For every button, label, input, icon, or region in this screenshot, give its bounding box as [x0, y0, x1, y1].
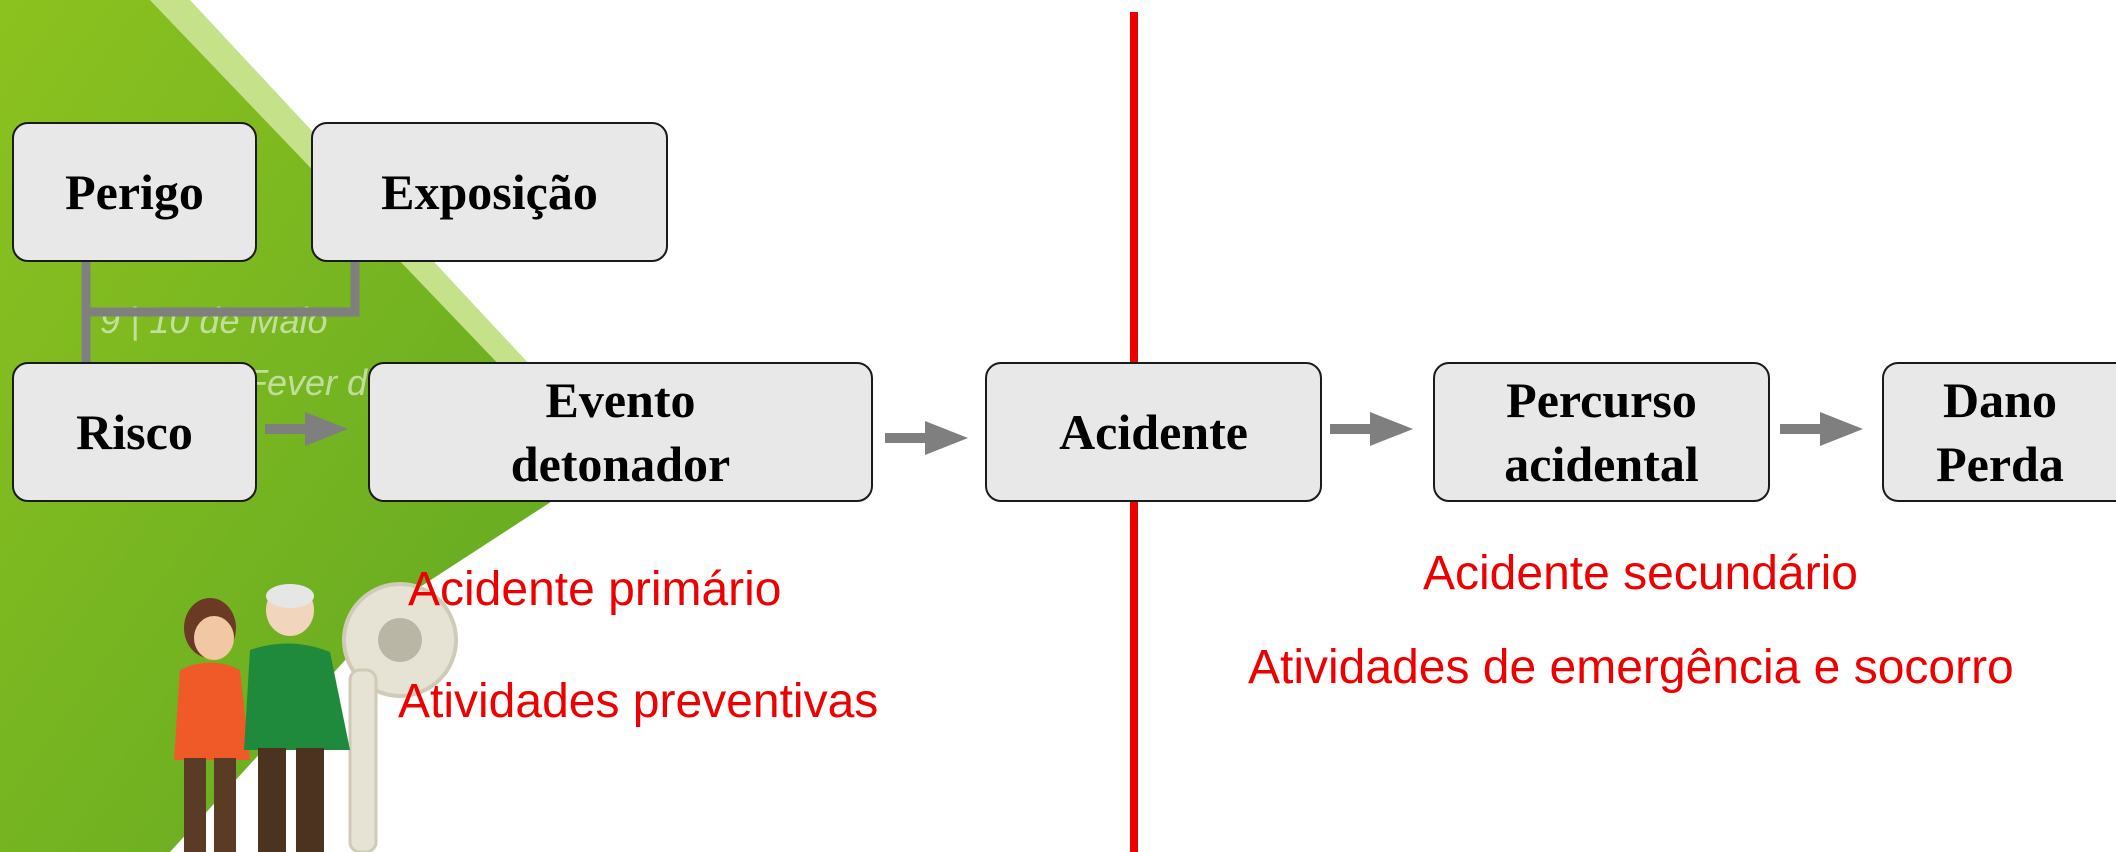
node-dano-perda: Dano Perda — [1882, 362, 2116, 502]
node-evento-detonador: Evento detonador — [368, 362, 873, 502]
label-atividades-emergencia: Atividades de emergência e socorro — [1248, 641, 2014, 694]
background-date-text: 9 | 10 de Maio — [100, 300, 328, 341]
label-acidente-primario: Acidente primário — [408, 563, 782, 616]
label-atividades-preventivas: Atividades preventivas — [398, 675, 879, 728]
woman-figure — [174, 598, 250, 852]
man-figure — [244, 584, 350, 852]
node-perigo: Perigo — [12, 122, 257, 262]
key-icon — [342, 582, 458, 852]
people-with-key-illustration — [174, 582, 458, 852]
node-exposicao: Exposição — [311, 122, 668, 262]
node-percurso-acidental: Percurso acidental — [1433, 362, 1770, 502]
background-fragment-text: Fever d — [245, 362, 368, 403]
node-risco: Risco — [12, 362, 257, 502]
label-acidente-secundario: Acidente secundário — [1423, 547, 1858, 600]
node-acidente: Acidente — [985, 362, 1322, 502]
